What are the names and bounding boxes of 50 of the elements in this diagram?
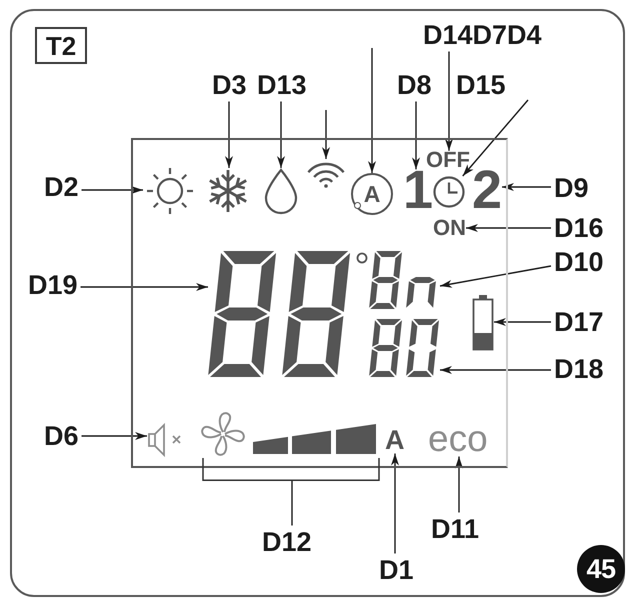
- callout-label: D10: [554, 248, 604, 276]
- callout-label: D8: [397, 72, 432, 98]
- leader-arrow: [322, 110, 330, 159]
- leader-arrow: [391, 454, 399, 554]
- auto-indicator: A: [385, 426, 404, 454]
- figure-tag: T2: [35, 27, 87, 64]
- segment-display-drawing: [208, 250, 351, 378]
- callout-label: D18: [554, 356, 604, 382]
- callout-label: D16: [554, 214, 604, 242]
- callout-label: D3: [212, 72, 247, 98]
- on-indicator: ON: [433, 218, 466, 238]
- leader-arrow: [445, 52, 453, 151]
- callout-label: D1: [379, 556, 414, 584]
- eco-indicator: eco: [428, 420, 488, 456]
- off-indicator: OFF: [426, 150, 470, 170]
- leader-arrow: [412, 102, 420, 170]
- leader-arrow: [368, 48, 376, 173]
- callout-label: D17: [554, 308, 604, 336]
- leader-arrow: [502, 183, 551, 191]
- timer-digit: 1: [403, 169, 434, 213]
- leader-arrow: [466, 224, 551, 232]
- page-number: 45: [577, 545, 625, 593]
- callout-label: D9: [554, 174, 589, 202]
- bracket: [202, 458, 380, 480]
- leader-arrow: [440, 366, 551, 374]
- leader-line: [291, 480, 293, 526]
- lcd-frame: [131, 138, 508, 468]
- leader-arrow: [277, 102, 285, 168]
- clock-icon: [433, 176, 465, 208]
- leader-arrow: [80, 283, 208, 291]
- drop-icon: [262, 168, 300, 215]
- timer-digit: 2: [472, 169, 502, 213]
- callout-label: D19: [28, 272, 78, 298]
- leader-arrow: [440, 265, 552, 288]
- callout-label: D2: [44, 174, 79, 200]
- callout-label: D13: [257, 72, 307, 98]
- callout-label: D15: [456, 72, 506, 98]
- callout-label: D14D7D4: [423, 22, 542, 48]
- leader-arrow: [455, 456, 463, 512]
- auto-mode-symbol: A: [351, 173, 393, 215]
- leader-arrow: [494, 318, 551, 326]
- leader-arrow: [82, 432, 147, 440]
- leader-arrow: [82, 186, 143, 194]
- callout-label: D11: [431, 516, 480, 542]
- callout-label: D6: [44, 422, 79, 450]
- leader-arrow: [225, 102, 233, 168]
- battery-icon: [472, 295, 494, 351]
- leader-arrow: [462, 100, 529, 176]
- segment-display-drawing: [369, 318, 440, 378]
- callout-label: D12: [262, 528, 312, 556]
